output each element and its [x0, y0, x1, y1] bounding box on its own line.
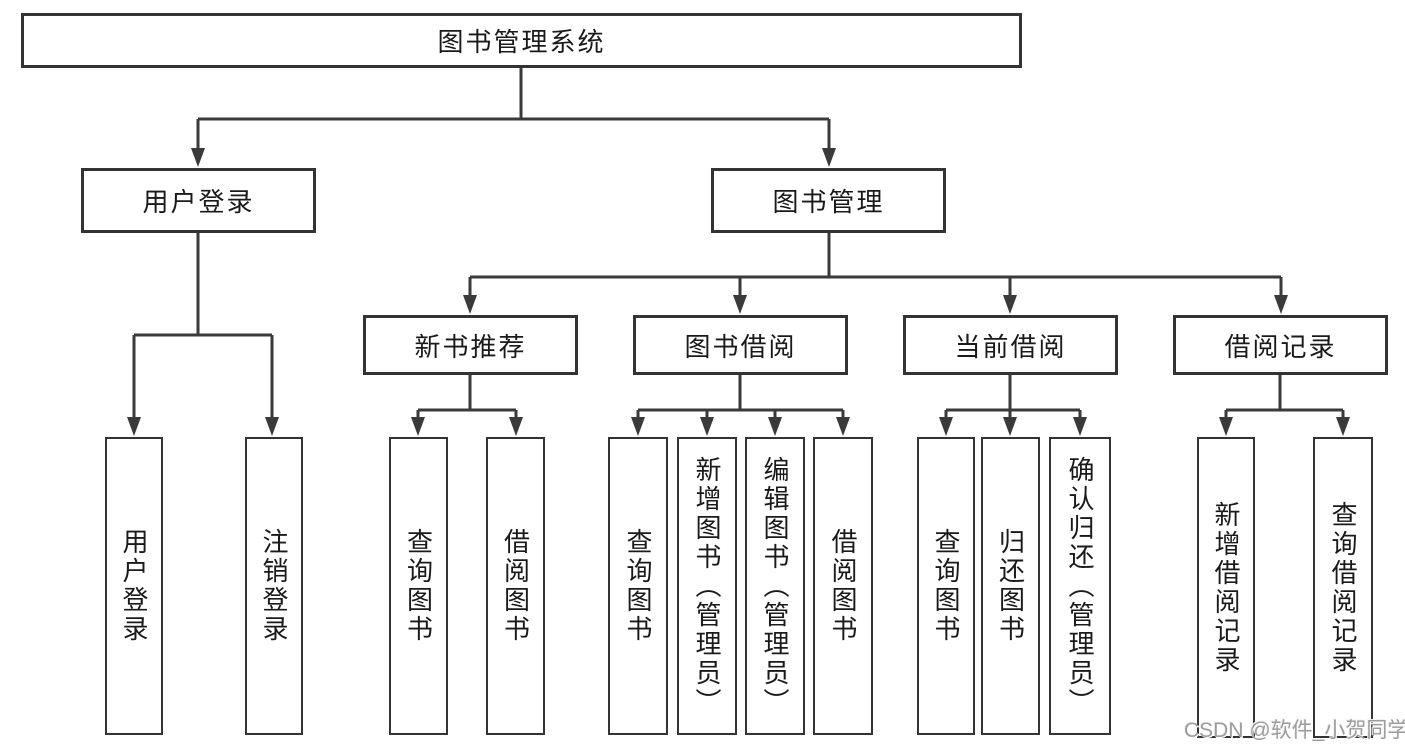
leaf-logout: 注销登录 [245, 437, 303, 735]
leaf-newrec-query-book: 查询图书 [389, 437, 448, 735]
leaf-user-login-label: 用户登录 [119, 528, 149, 644]
leaf-record-query-record-label: 查询借阅记录 [1328, 500, 1358, 675]
node-borrow-record: 借阅记录 [1173, 315, 1388, 375]
leaf-current-confirm-return-admin-label: 确认归还（管理员） [1065, 455, 1095, 717]
node-book-borrow: 图书借阅 [633, 315, 848, 375]
node-current-borrow: 当前借阅 [903, 315, 1118, 375]
leaf-newrec-borrow-book-label: 借阅图书 [500, 528, 531, 644]
leaf-current-return-book-label: 归还图书 [995, 528, 1026, 644]
connector-userlogin-to-leaves [127, 233, 279, 436]
node-user-login: 用户登录 [81, 168, 316, 233]
node-root-system: 图书管理系统 [21, 13, 1022, 68]
node-book-borrow-label: 图书借阅 [684, 331, 797, 362]
leaf-borrow-add-book-admin: 新增图书（管理员） [677, 437, 737, 735]
node-root-system-label: 图书管理系统 [437, 27, 606, 57]
leaf-newrec-query-book-label: 查询图书 [403, 528, 434, 644]
leaf-newrec-borrow-book: 借阅图书 [486, 437, 545, 735]
leaf-current-confirm-return-admin: 确认归还（管理员） [1049, 437, 1111, 735]
connector-record-to-leaves [1219, 375, 1350, 436]
leaf-borrow-borrow-book-label: 借阅图书 [828, 528, 858, 644]
leaf-current-query-book-label: 查询图书 [931, 528, 961, 644]
node-new-book-recommend: 新书推荐 [363, 315, 578, 375]
leaf-record-add-record-label: 新增借阅记录 [1211, 500, 1241, 675]
leaf-borrow-borrow-book: 借阅图书 [813, 437, 873, 735]
node-book-management-label: 图书管理 [772, 187, 885, 217]
node-borrow-record-label: 借阅记录 [1224, 331, 1337, 362]
connector-newbook-to-leaves [411, 375, 523, 436]
leaf-borrow-query-book: 查询图书 [608, 437, 668, 735]
leaf-current-query-book: 查询图书 [917, 437, 975, 735]
csdn-watermark: CSDN @软件_小贺同学 [1184, 719, 1405, 742]
connector-bookmgmt-to-modules [463, 233, 1288, 314]
leaf-borrow-add-book-admin-label: 新增图书（管理员） [692, 455, 722, 717]
leaf-borrow-query-book-label: 查询图书 [623, 528, 653, 644]
connector-current-to-leaves [939, 375, 1087, 436]
leaf-logout-label: 注销登录 [259, 528, 289, 644]
leaf-borrow-edit-book-admin: 编辑图书（管理员） [745, 437, 805, 735]
connector-root-to-tier1 [191, 68, 836, 167]
leaf-user-login: 用户登录 [105, 437, 163, 735]
leaf-record-query-record: 查询借阅记录 [1313, 437, 1373, 738]
leaf-current-return-book: 归还图书 [981, 437, 1040, 735]
leaf-borrow-edit-book-admin-label: 编辑图书（管理员） [760, 455, 790, 717]
connector-borrow-to-leaves [631, 375, 850, 436]
leaf-record-add-record: 新增借阅记录 [1197, 437, 1255, 738]
node-book-management: 图书管理 [711, 168, 946, 233]
node-current-borrow-label: 当前借阅 [954, 331, 1067, 362]
node-new-book-recommend-label: 新书推荐 [414, 331, 527, 362]
node-user-login-label: 用户登录 [142, 187, 255, 217]
